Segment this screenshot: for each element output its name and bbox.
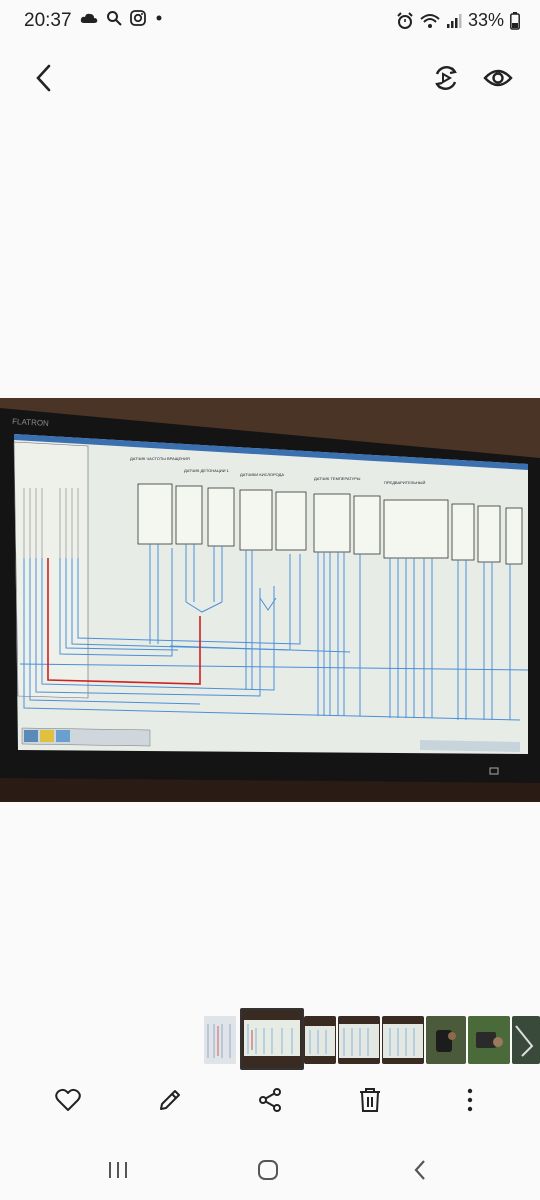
status-bar: 20:37 33% [0, 0, 540, 44]
status-time: 20:37 [24, 10, 72, 31]
share-button[interactable] [248, 1078, 292, 1122]
svg-text:ДАТЧИК ТЕМПЕРАТУРЫ: ДАТЧИК ТЕМПЕРАТУРЫ [314, 476, 361, 481]
svg-text:ПРЕДВАРИТЕЛЬНЫЙ: ПРЕДВАРИТЕЛЬНЫЙ [384, 480, 425, 485]
favorite-button[interactable] [46, 1078, 90, 1122]
wifi-icon [420, 13, 440, 28]
photo-actions-bar [0, 1076, 540, 1126]
monitor-brand: FLATRON [12, 417, 49, 428]
delete-button[interactable] [348, 1078, 392, 1122]
recent-apps-button[interactable] [96, 1148, 140, 1192]
delete-icon [360, 1088, 380, 1112]
home-icon [258, 1160, 278, 1180]
monitor-photo: FLATRON ДАТЧИК ЧАСТОТЫ В [0, 398, 540, 802]
rotate-video-icon [435, 66, 457, 90]
photo-image[interactable]: FLATRON ДАТЧИК ЧАСТОТЫ В [0, 398, 540, 802]
edit-icon [160, 1090, 180, 1110]
alarm-icon [397, 11, 413, 29]
nav-back-button[interactable] [398, 1148, 442, 1192]
edit-button[interactable] [148, 1078, 192, 1122]
more-options-button[interactable] [448, 1078, 492, 1122]
thumbnail[interactable] [304, 1016, 336, 1064]
viewer-top-bar [0, 52, 540, 112]
thumbnail[interactable] [338, 1016, 380, 1064]
back-icon [414, 1160, 425, 1180]
recent-apps-icon [109, 1162, 127, 1178]
system-nav-bar [0, 1140, 540, 1200]
back-arrow-icon [36, 64, 51, 92]
dot-icon [156, 15, 162, 21]
svg-text:ДАТЧИК ДЕТОНАЦИИ 1: ДАТЧИК ДЕТОНАЦИИ 1 [184, 468, 230, 473]
thumbnail-selected[interactable] [240, 1008, 304, 1070]
instagram-icon [130, 10, 146, 26]
more-icon [467, 1088, 473, 1112]
search-icon [107, 11, 122, 26]
thumbnail[interactable] [468, 1016, 510, 1064]
view-button[interactable] [476, 56, 520, 100]
thumbnail[interactable] [382, 1016, 424, 1064]
cloud-icon [80, 13, 98, 23]
battery-icon [510, 11, 520, 30]
signal-icon [446, 13, 462, 28]
home-button[interactable] [246, 1148, 290, 1192]
share-icon [259, 1088, 281, 1112]
back-button[interactable] [22, 56, 66, 100]
thumbnail[interactable] [512, 1016, 540, 1064]
thumbnail[interactable] [426, 1016, 466, 1064]
svg-text:ДАТЧИКИ КИСЛОРОДА: ДАТЧИКИ КИСЛОРОДА [240, 472, 284, 477]
svg-text:ДАТЧИК ЧАСТОТЫ ВРАЩЕНИЯ: ДАТЧИК ЧАСТОТЫ ВРАЩЕНИЯ [130, 456, 190, 461]
red-wire [47, 558, 201, 685]
heart-icon [55, 1088, 81, 1111]
monitor-screen [14, 434, 528, 754]
eye-icon [483, 69, 513, 87]
thumbnail[interactable] [204, 1016, 236, 1064]
battery-percent: 33% [467, 10, 504, 30]
video-rotate-button[interactable] [424, 56, 468, 100]
thumbnail-strip [0, 1008, 540, 1070]
